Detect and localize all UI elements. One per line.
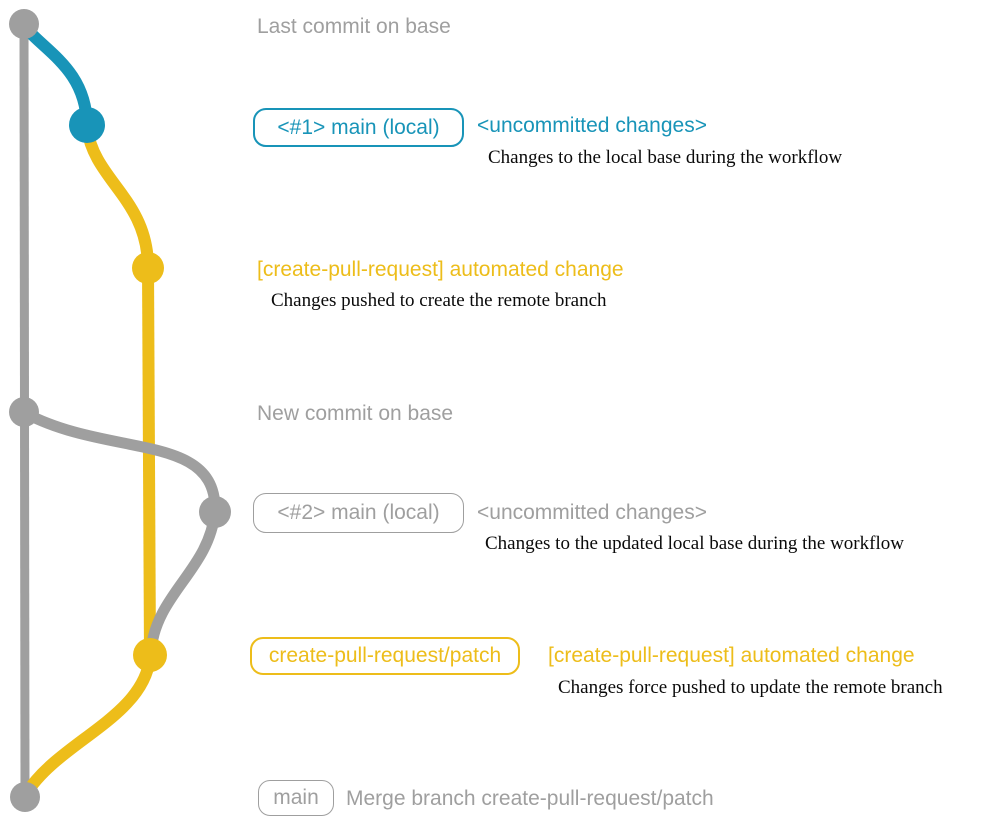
merge-commit-label: Merge branch create-pull-request/patch: [346, 787, 714, 810]
patch-branch-line-out: [81, 122, 154, 270]
patch-branch-merge-line: [20, 652, 156, 800]
branch-badge-main: main: [258, 780, 334, 816]
local-main-branch-line-2-out: [19, 407, 221, 516]
step1-description: Changes to the local base during the wor…: [488, 147, 843, 168]
step4-description: Changes force pushed to update the remot…: [558, 677, 943, 698]
commit-node-base-last: [9, 9, 39, 39]
step3-description: Changes to the updated local base during…: [485, 533, 904, 554]
automated-change-heading-2: [create-pull-request] automated change: [548, 644, 915, 667]
uncommitted-changes-heading-1: <uncommitted changes>: [477, 114, 707, 137]
commit-node-merge: [10, 782, 40, 812]
commit-node-local-main-1: [69, 107, 105, 143]
base-label-last-commit: Last commit on base: [257, 15, 451, 38]
base-label-new-commit: New commit on base: [257, 402, 454, 425]
commit-node-base-new: [9, 397, 39, 427]
branch-badge-main-local-1: <#1> main (local): [253, 108, 464, 147]
commit-node-local-main-2: [199, 496, 231, 528]
branch-badge-patch: create-pull-request/patch: [250, 637, 520, 675]
automated-change-heading-1: [create-pull-request] automated change: [257, 258, 624, 281]
step2-description: Changes pushed to create the remote bran…: [271, 290, 607, 311]
patch-branch-line-vertical: [142, 267, 156, 656]
commit-node-automated-change-1: [132, 252, 164, 284]
branch-badge-main-local-2: <#2> main (local): [253, 493, 464, 533]
uncommitted-changes-heading-2: <uncommitted changes>: [477, 501, 707, 524]
commit-node-automated-change-2: [133, 638, 167, 672]
local-main-branch-line-2-in: [145, 506, 221, 656]
